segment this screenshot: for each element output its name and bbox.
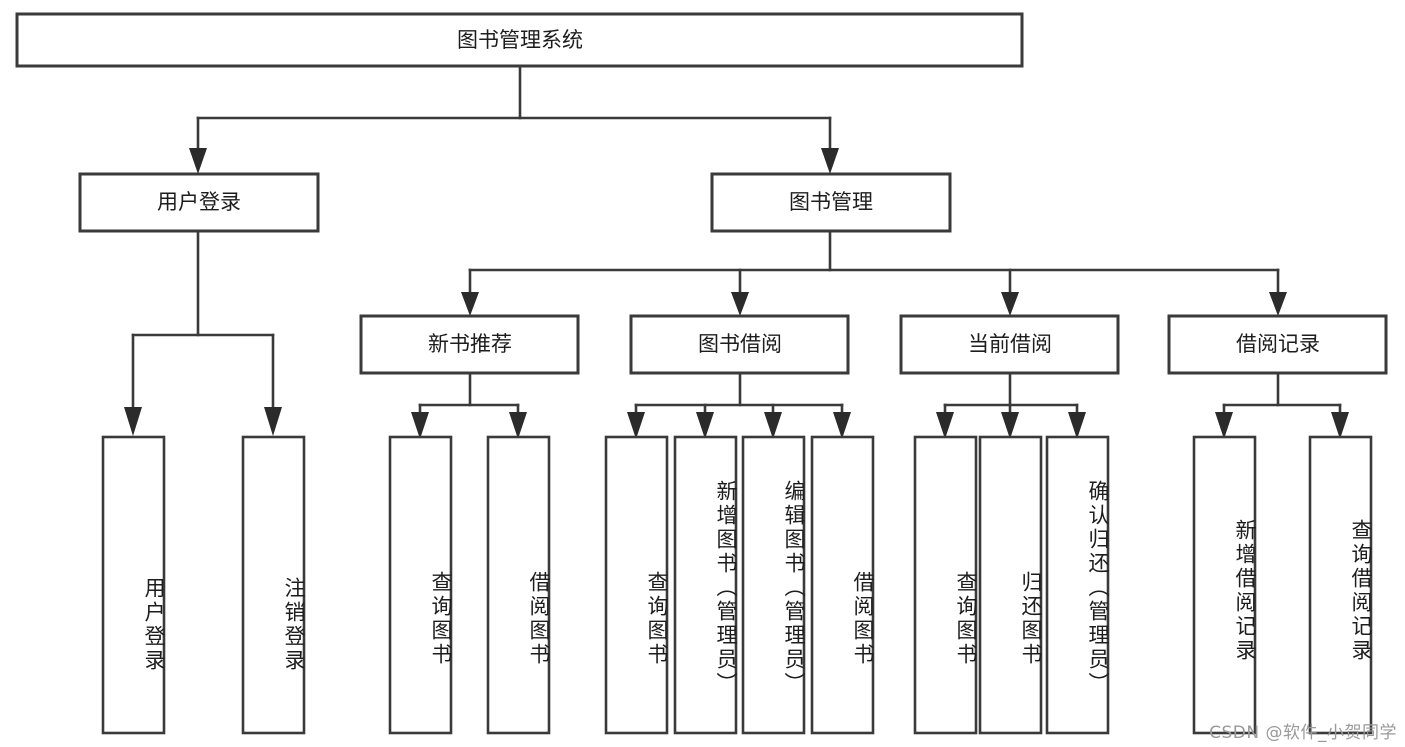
arrowhead-icon-to-leaf-user-login: [124, 407, 142, 436]
node-root-box[interactable]: [15, 12, 1024, 68]
node-label-borrow-record: 借阅记录: [1236, 332, 1320, 356]
arrowhead-layer: [124, 148, 1349, 439]
arrowhead-icon-to-query-book-3: [936, 412, 954, 439]
node-leaf-add-record-box[interactable]: [1192, 435, 1257, 735]
node-leaf-return-book-box[interactable]: [978, 435, 1043, 735]
node-label-book-manage: 图书管理: [789, 190, 873, 214]
node-current-borrow-box[interactable]: [899, 314, 1120, 375]
arrowhead-icon-to-add-record: [1215, 412, 1233, 439]
arrowhead-icon-to-book-manage: [821, 148, 839, 174]
node-leaf-query-book-2-box[interactable]: [604, 435, 669, 735]
arrowhead-icon-to-current-borrow: [1001, 292, 1019, 316]
arrowhead-icon-to-return-book: [1001, 412, 1019, 439]
arrowhead-icon-to-query-book-1: [411, 412, 429, 439]
arrowhead-icon-to-book-borrow: [731, 292, 749, 316]
node-leaf-logout-box[interactable]: [241, 435, 306, 735]
arrowhead-icon-to-user-login: [189, 148, 207, 174]
arrowhead-icon-to-borrow-book-1: [509, 412, 527, 439]
node-leaf-add-book-box[interactable]: [673, 435, 738, 735]
node-borrow-record-box[interactable]: [1167, 314, 1388, 375]
node-book-manage-box[interactable]: [710, 172, 952, 233]
node-leaf-borrow-book-2-box[interactable]: [810, 435, 875, 735]
node-leaf-user-login-box[interactable]: [101, 435, 166, 735]
arrowhead-icon-to-new-book-rec: [461, 292, 479, 316]
arrowhead-icon-to-borrow-book-2: [833, 412, 851, 439]
arrowhead-icon-to-query-record: [1331, 412, 1349, 439]
horizontal-label-layer: 图书管理系统 用户登录 图书管理 新书推荐 图书借阅 当前借阅 借阅记录: [157, 28, 1320, 356]
node-leaf-query-record-box[interactable]: [1308, 435, 1373, 735]
node-label-user-login: 用户登录: [157, 190, 241, 214]
node-leaf-query-book-3-box[interactable]: [913, 435, 978, 735]
node-leaf-edit-book-box[interactable]: [741, 435, 806, 735]
node-new-book-rec-box[interactable]: [359, 314, 580, 375]
node-label-book-borrow: 图书借阅: [698, 332, 782, 356]
node-layer: [15, 12, 1388, 735]
node-leaf-confirm-return-box[interactable]: [1045, 435, 1110, 735]
node-leaf-borrow-book-1-box[interactable]: [486, 435, 551, 735]
arrowhead-icon-to-add-book: [696, 412, 714, 439]
arrowhead-icon-to-leaf-logout: [264, 407, 282, 436]
arrowhead-icon-to-borrow-record: [1269, 292, 1287, 316]
arrowhead-icon-to-edit-book: [764, 412, 782, 439]
node-book-borrow-box[interactable]: [629, 314, 850, 375]
node-leaf-query-book-1-box[interactable]: [388, 435, 453, 735]
watermark-text: CSDN @软件_小贺同学: [1209, 723, 1397, 743]
node-user-login-box[interactable]: [78, 172, 320, 233]
arrowhead-icon-to-query-book-2: [627, 412, 645, 439]
node-label-current-borrow: 当前借阅: [968, 332, 1052, 356]
arrowhead-icon-to-confirm-return: [1068, 412, 1086, 439]
page-title: 图书管理系统: [457, 28, 583, 52]
node-label-new-book-rec: 新书推荐: [428, 332, 512, 356]
